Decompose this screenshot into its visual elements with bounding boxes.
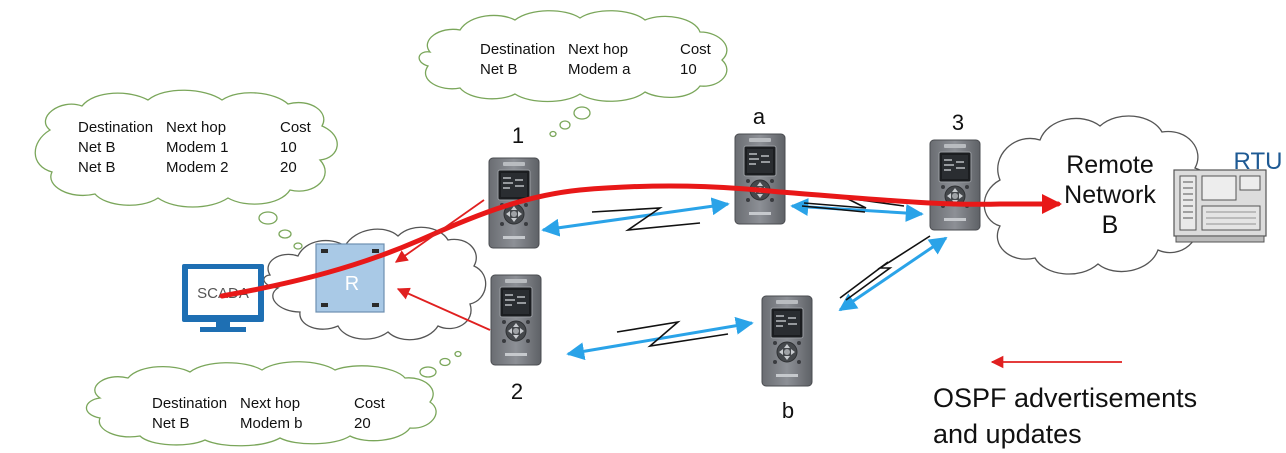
cloud-left <box>34 89 338 250</box>
table-header-row: Destination Next hop Cost <box>480 40 730 60</box>
route-line <box>219 183 1062 299</box>
header-next-hop: Next hop <box>166 119 227 136</box>
router-label: R <box>345 273 359 295</box>
node-label-3: 3 <box>952 110 964 135</box>
header-destination: Destination <box>480 41 556 58</box>
cloud-top <box>418 10 728 138</box>
radio-link-symbols <box>591 197 931 348</box>
legend-line-1: OSPF advertisements <box>933 383 1198 413</box>
rtu-device <box>1173 169 1267 243</box>
table-row: Net B Modem 1 10 <box>78 138 330 158</box>
modem-b-device <box>761 295 813 387</box>
cell-destination: Net B <box>78 139 116 156</box>
header-next-hop: Next hop <box>568 41 629 58</box>
cell-cost: 10 <box>280 139 297 156</box>
header-destination: Destination <box>78 119 154 136</box>
cell-next-hop: Modem a <box>568 61 631 78</box>
cloud-bottom <box>85 350 462 447</box>
cell-cost: 20 <box>280 159 297 176</box>
cell-destination: Net B <box>152 415 190 432</box>
table-row: Net B Modem 2 20 <box>78 158 330 178</box>
ospf-advertisement-arrows <box>394 199 1122 369</box>
routing-table-router: Destination Next hop Cost Net B Modem 1 … <box>78 118 330 178</box>
routing-table-modem-b-side: Destination Next hop Cost Net B Modem b … <box>152 394 404 434</box>
modem-3-device <box>929 139 981 231</box>
node-label-b: b <box>782 398 794 423</box>
legend-line-2: and updates <box>933 419 1082 449</box>
table-row: Net B Modem a 10 <box>480 60 730 80</box>
scada-monitor: SCADA <box>182 264 264 332</box>
header-cost: Cost <box>280 119 311 136</box>
cell-destination: Net B <box>480 61 518 78</box>
cell-next-hop: Modem 2 <box>166 159 229 176</box>
remote-network-label: Remote Network B <box>1040 150 1180 240</box>
table-header-row: Destination Next hop Cost <box>78 118 330 138</box>
cell-cost: 20 <box>354 415 371 432</box>
header-next-hop: Next hop <box>240 395 301 412</box>
remote-network-line-1: Remote <box>1066 151 1154 179</box>
node-label-1: 1 <box>512 123 524 148</box>
table-row: Net B Modem b 20 <box>152 414 404 434</box>
node-label-2: 2 <box>511 379 523 404</box>
remote-network-line-3: B <box>1101 211 1119 239</box>
modem-2-device <box>490 274 542 366</box>
link-arrows <box>541 197 948 361</box>
table-header-row: Destination Next hop Cost <box>152 394 404 414</box>
cell-destination: Net B <box>78 159 116 176</box>
cell-cost: 10 <box>680 61 697 78</box>
legend: OSPF advertisements and updates <box>933 380 1273 452</box>
rtu-label: RTU <box>1234 148 1283 175</box>
remote-network-line-2: Network <box>1064 181 1156 209</box>
cell-next-hop: Modem 1 <box>166 139 229 156</box>
modem-a-device <box>734 133 786 225</box>
routing-table-modem-a-side: Destination Next hop Cost Net B Modem a … <box>480 40 730 80</box>
header-destination: Destination <box>152 395 228 412</box>
header-cost: Cost <box>680 41 711 58</box>
node-label-a: a <box>753 104 766 129</box>
router: R <box>315 243 385 313</box>
cell-next-hop: Modem b <box>240 415 303 432</box>
header-cost: Cost <box>354 395 385 412</box>
